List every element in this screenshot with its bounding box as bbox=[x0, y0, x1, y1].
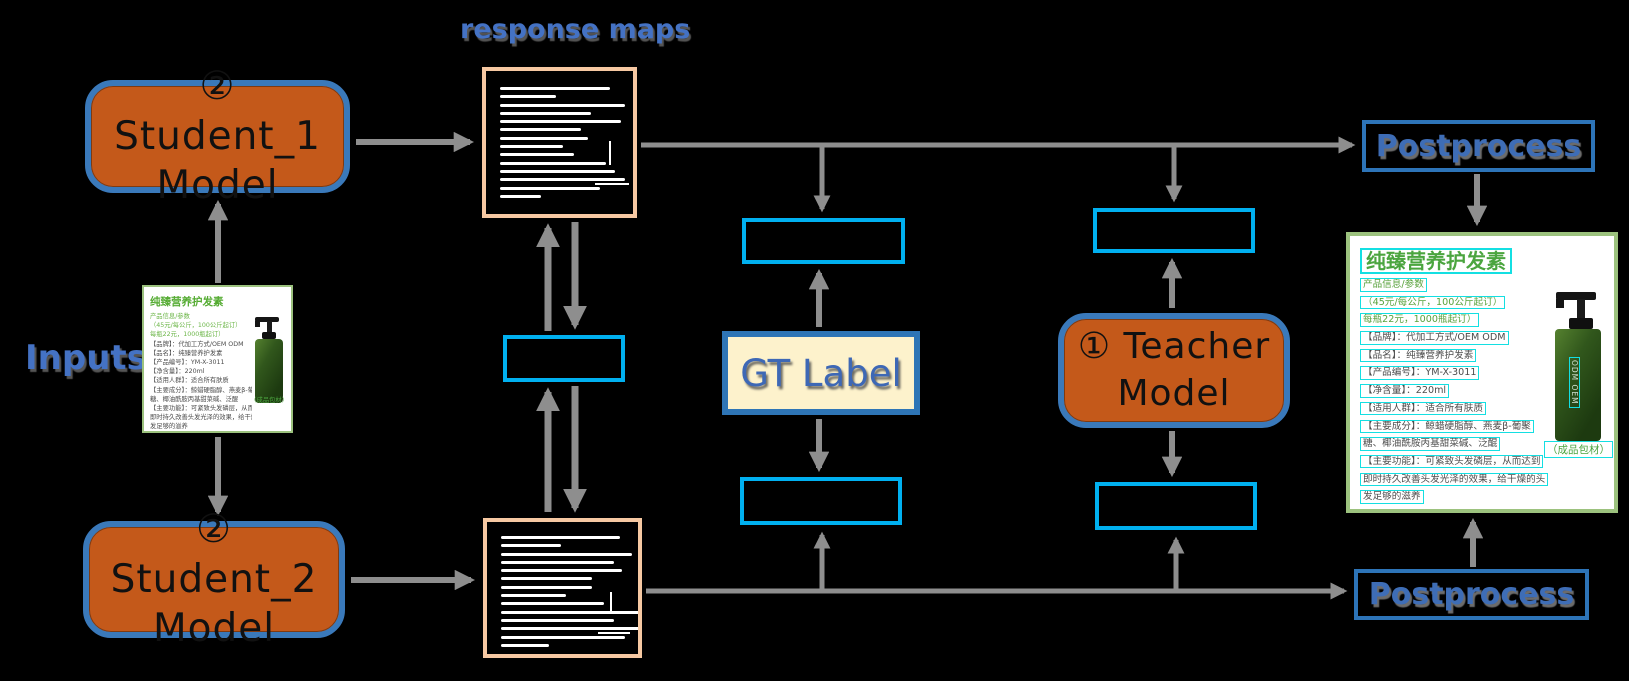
product-text-line: 【主要功能】：可紧致头发磷层，从而达到 bbox=[150, 405, 252, 413]
student1-label-line2: Model bbox=[156, 163, 279, 209]
product-text-lines: 产品信息/参数（45元/每公斤，100公斤起订）每瓶22元，1000瓶起订）【品… bbox=[150, 312, 285, 432]
response-map-line bbox=[500, 120, 621, 124]
response-map-line bbox=[500, 145, 564, 149]
ocr-text-line: 【产品编号】：YM-X-3011 bbox=[1360, 366, 1604, 384]
response-map-line bbox=[500, 128, 581, 132]
product-text-line: 产品信息/参数 bbox=[150, 313, 190, 320]
product-text-line: 【产品编号】：YM-X-3011 bbox=[150, 359, 225, 367]
response-map-top bbox=[482, 67, 637, 218]
response-map-line bbox=[500, 111, 592, 115]
product-bottle-image bbox=[251, 317, 285, 403]
response-map-line bbox=[500, 87, 611, 90]
postprocess-top-text: Postprocess bbox=[1375, 128, 1582, 164]
product-text-line: 【净含量】：220ml bbox=[150, 368, 205, 376]
response-map-line bbox=[501, 627, 638, 631]
response-map-line bbox=[500, 95, 556, 99]
response-map-line bbox=[500, 194, 542, 198]
product-text-line: （45元/每公斤，100公斤起订） bbox=[150, 322, 242, 330]
student2-label-line1: ② Student_2 bbox=[110, 506, 318, 602]
postprocess-top-node: Postprocess bbox=[1362, 120, 1595, 172]
ocr-text-line: 每瓶22元，1000瓶起订） bbox=[1360, 313, 1604, 331]
response-map-line bbox=[501, 577, 592, 581]
product-text-line: 即时持久改善头发光泽的效果，给干燥的头 bbox=[150, 414, 252, 422]
response-map-line bbox=[500, 169, 615, 173]
response-map-line bbox=[501, 643, 550, 647]
ocr-text-line: 【品牌】：代加工方式/OEM ODM bbox=[1360, 331, 1604, 349]
ocr-text-line: 产品信息/参数 bbox=[1360, 278, 1604, 296]
product-text-line: 【主要成分】：鲸蜡硬脂醇、燕麦β-葡聚 bbox=[150, 386, 252, 394]
package-note: （成品包材） bbox=[250, 397, 288, 404]
response-map-line bbox=[500, 178, 625, 182]
response-map-mark bbox=[598, 632, 630, 634]
teacher-label-line2: Model bbox=[1117, 372, 1231, 414]
response-map-line bbox=[501, 635, 625, 639]
response-map-line bbox=[501, 610, 638, 614]
response-map-mark bbox=[595, 183, 629, 185]
bottle-label: ODM OEM bbox=[1569, 357, 1580, 408]
student2-model-node: ② Student_2 Model bbox=[83, 507, 345, 651]
response-map-line bbox=[501, 552, 633, 556]
postprocess-bottom-node: Postprocess bbox=[1354, 569, 1589, 620]
response-map-line bbox=[500, 186, 600, 190]
ocr-text-line: （45元/每公斤，100公斤起订） bbox=[1360, 295, 1604, 314]
product-title: 纯臻营养护发素 bbox=[150, 296, 224, 308]
response-map-bottom bbox=[483, 518, 642, 658]
response-map-line bbox=[500, 103, 625, 107]
student1-model-node: ② Student_1 Model bbox=[85, 64, 350, 208]
response-map-line bbox=[501, 544, 562, 548]
gt-top-loss-box bbox=[742, 218, 905, 264]
product-text-line: 【品牌】：代加工方式/OEM ODM bbox=[150, 340, 244, 348]
student2-label-line2: Model bbox=[152, 606, 276, 652]
ocr-text-line: 【品名】：纯臻营养护发素 bbox=[1360, 348, 1604, 367]
ocr-text-line: 即时持久改善头发光泽的效果，给干燥的头 bbox=[1360, 472, 1604, 491]
gt-label-text: GT Label bbox=[740, 351, 902, 395]
response-map-line bbox=[500, 136, 589, 140]
response-maps-label: response maps bbox=[460, 14, 691, 45]
response-map-line bbox=[501, 594, 566, 598]
gt-bottom-loss-box bbox=[740, 477, 902, 525]
ocr-text-line: 发足够的滋养 bbox=[1360, 490, 1604, 508]
response-map-line bbox=[500, 153, 574, 157]
response-map-line bbox=[501, 602, 604, 606]
response-map-mark bbox=[609, 141, 611, 165]
response-map-top-lines bbox=[486, 71, 633, 198]
product-text-line: 【品名】：纯臻营养护发素 bbox=[150, 349, 223, 357]
response-map-line bbox=[501, 536, 621, 539]
response-map-line bbox=[501, 569, 622, 573]
response-map-bottom-lines bbox=[487, 522, 638, 647]
product-text-line: 【适用人群】：适合所有肤质 bbox=[150, 377, 229, 385]
distill-loss-box bbox=[503, 335, 625, 382]
ocr-text-line: 【主要功能】：可紧致头发磷层，从而达到 bbox=[1360, 454, 1604, 473]
teacher-label-line1: ① Teacher bbox=[1077, 326, 1271, 368]
response-map-line bbox=[501, 585, 592, 589]
teacher-bottom-loss-box bbox=[1095, 482, 1257, 530]
ocr-text-line: 【适用人群】：适合所有肤质 bbox=[1360, 401, 1604, 420]
package-note: （成品包材） bbox=[1544, 441, 1613, 458]
product-bottle-image: ODM OEM bbox=[1550, 292, 1606, 446]
product-text-line: 糖、椰油酰胺丙基甜菜碱、泛醌 bbox=[150, 395, 239, 403]
gt-label-node: GT Label bbox=[722, 331, 920, 415]
inputs-label: Inputs bbox=[25, 338, 147, 378]
response-map-line bbox=[501, 560, 615, 564]
response-map-line bbox=[501, 618, 615, 622]
input-product-image: 纯臻营养护发素 产品信息/参数 （45元/每公斤，100公斤起订）每瓶22元，10… bbox=[142, 285, 293, 433]
ocr-result-image: 纯臻营养护发素 产品信息/参数 （45元/每公斤，100公斤起订） 每瓶22元，… bbox=[1346, 232, 1618, 513]
response-map-line bbox=[500, 161, 606, 165]
ocr-text-lines: 产品信息/参数 （45元/每公斤，100公斤起订） 每瓶22元，1000瓶起订）… bbox=[1360, 278, 1604, 508]
response-map-mark bbox=[610, 592, 612, 612]
product-text-line: 每瓶22元，1000瓶起订） bbox=[150, 331, 225, 339]
teacher-top-loss-box bbox=[1093, 208, 1255, 253]
product-text-line: 发足够的滋养 bbox=[150, 423, 188, 431]
product-title: 纯臻营养护发素 bbox=[1360, 248, 1512, 274]
teacher-model-node: ① Teacher Model bbox=[1058, 313, 1290, 428]
ocr-text-line: 【净含量】：220ml bbox=[1360, 384, 1604, 402]
postprocess-bottom-text: Postprocess bbox=[1368, 577, 1575, 612]
ocr-text-line: 糖、椰油酰胺丙基甜菜碱、泛醌 bbox=[1360, 437, 1604, 455]
ocr-text-line: 【主要成分】：鲸蜡硬脂醇、燕麦β-葡聚 bbox=[1360, 419, 1604, 438]
student1-label-line1: ② Student_1 bbox=[114, 63, 321, 159]
